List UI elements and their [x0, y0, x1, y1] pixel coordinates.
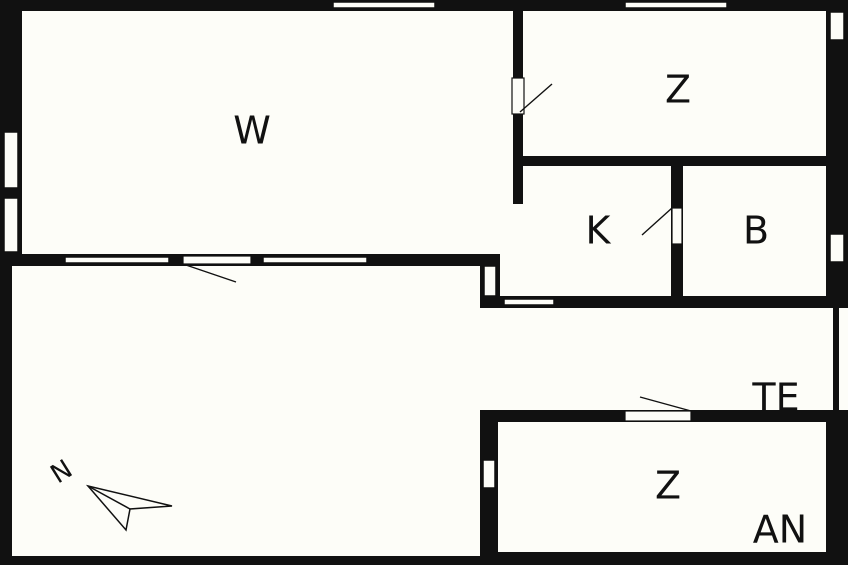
wall-left-lower — [0, 262, 12, 565]
compass-arrow-midline — [87, 485, 131, 510]
window-top-bedroom — [624, 1, 728, 9]
wall-right-middle — [833, 306, 839, 416]
wall-bottom — [0, 556, 500, 565]
door-bedroom-top-swing — [519, 83, 553, 113]
window-step — [483, 265, 497, 297]
window-left-1 — [3, 131, 19, 189]
room-label-annex: AN — [753, 508, 807, 552]
wall-kitchen-bottom — [480, 296, 848, 308]
door-bathroom — [671, 207, 683, 245]
wall-lower-bedroom-bottom — [480, 552, 848, 565]
door-bedroom-top — [511, 77, 525, 115]
room-label-kitchen: K — [586, 209, 612, 253]
room-label-bathroom: B — [743, 209, 769, 253]
window-right-bedroom — [829, 11, 845, 41]
wall-left-upper — [0, 0, 22, 262]
room-label-living: W — [233, 109, 271, 153]
window-left-2 — [3, 197, 19, 253]
window-living-bottom-2 — [262, 256, 368, 264]
door-living-lower — [182, 255, 252, 265]
room-label-bedroom-bottom: Z — [655, 464, 681, 508]
window-lower-bedroom — [482, 459, 496, 489]
door-lower-bedroom — [624, 410, 692, 422]
window-kitchen-bottom — [503, 298, 555, 306]
wall-right-upper — [826, 0, 848, 306]
window-top-living — [332, 1, 436, 9]
door-living-lower-swing — [182, 263, 237, 283]
room-label-terrace: TE — [751, 376, 799, 420]
window-living-bottom-1 — [64, 256, 170, 264]
door-bathroom-swing — [641, 207, 673, 236]
door-lower-bedroom-swing — [639, 396, 692, 412]
wall-lower-bedroom-right — [826, 410, 848, 565]
room-label-bedroom-top: Z — [665, 68, 691, 112]
window-right-bath — [829, 233, 845, 263]
